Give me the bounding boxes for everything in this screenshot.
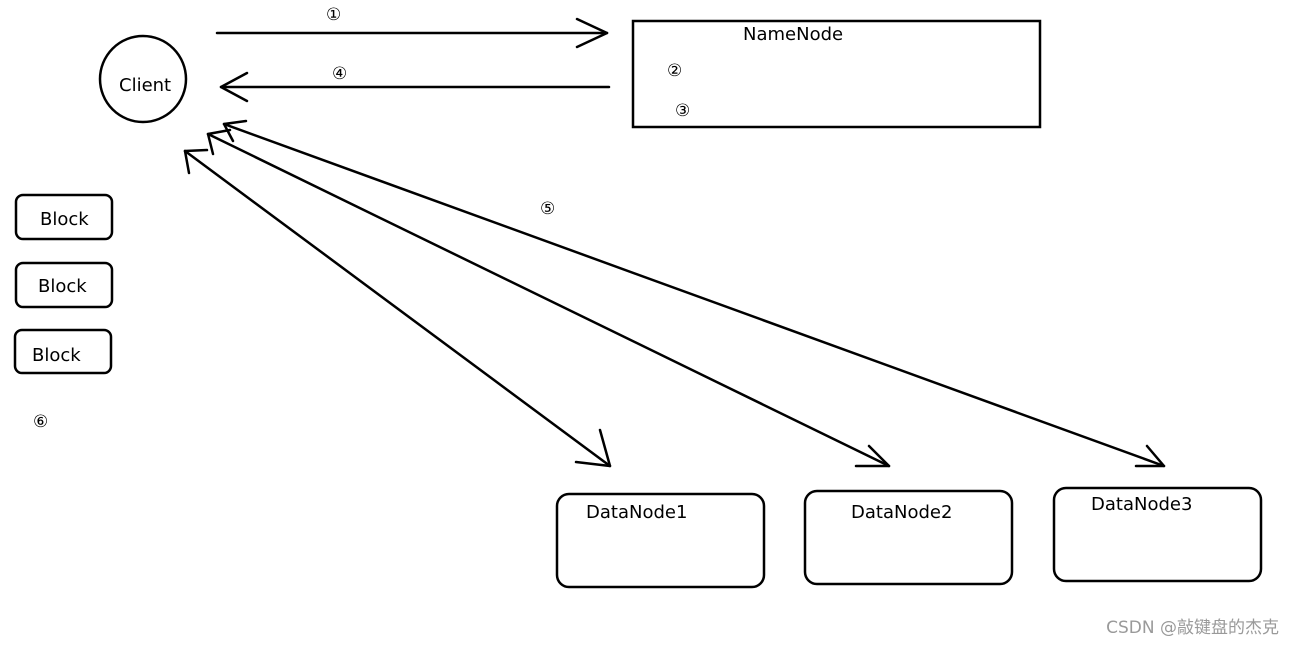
datanode-label-3: DataNode3 <box>1091 494 1193 515</box>
namenode-label: NameNode <box>743 24 844 45</box>
step-2-label: ② <box>667 61 683 81</box>
arrow-namenode-to-client <box>219 71 611 103</box>
datanode-box-2 <box>803 489 1014 586</box>
datanode-label-1: DataNode1 <box>586 502 688 523</box>
block-label-1: Block <box>40 209 89 230</box>
block-box-3 <box>13 328 113 375</box>
block-box-2 <box>14 261 114 309</box>
datanode-box-3 <box>1052 486 1263 583</box>
step-3-label: ③ <box>675 101 691 121</box>
step-6-label: ⑥ <box>33 412 49 432</box>
block-label-3: Block <box>32 345 81 366</box>
step-5-label: ⑤ <box>540 199 556 219</box>
datanode-box-1 <box>555 492 766 589</box>
block-box-1 <box>14 193 114 241</box>
arrow-client-datanode1 <box>183 148 612 468</box>
arrow-client-datanode2 <box>206 128 891 468</box>
client-node <box>98 34 188 124</box>
client-label: Client <box>119 75 172 96</box>
datanode-label-2: DataNode2 <box>851 502 953 523</box>
namenode-box <box>631 19 1042 129</box>
step-4-label: ④ <box>332 64 348 84</box>
watermark-text: CSDN @敲键盘的杰克 <box>1106 618 1279 638</box>
arrow-client-to-namenode <box>215 17 609 49</box>
block-label-2: Block <box>38 276 87 297</box>
step-1-label: ① <box>326 5 342 25</box>
arrow-client-datanode3 <box>222 119 1166 468</box>
